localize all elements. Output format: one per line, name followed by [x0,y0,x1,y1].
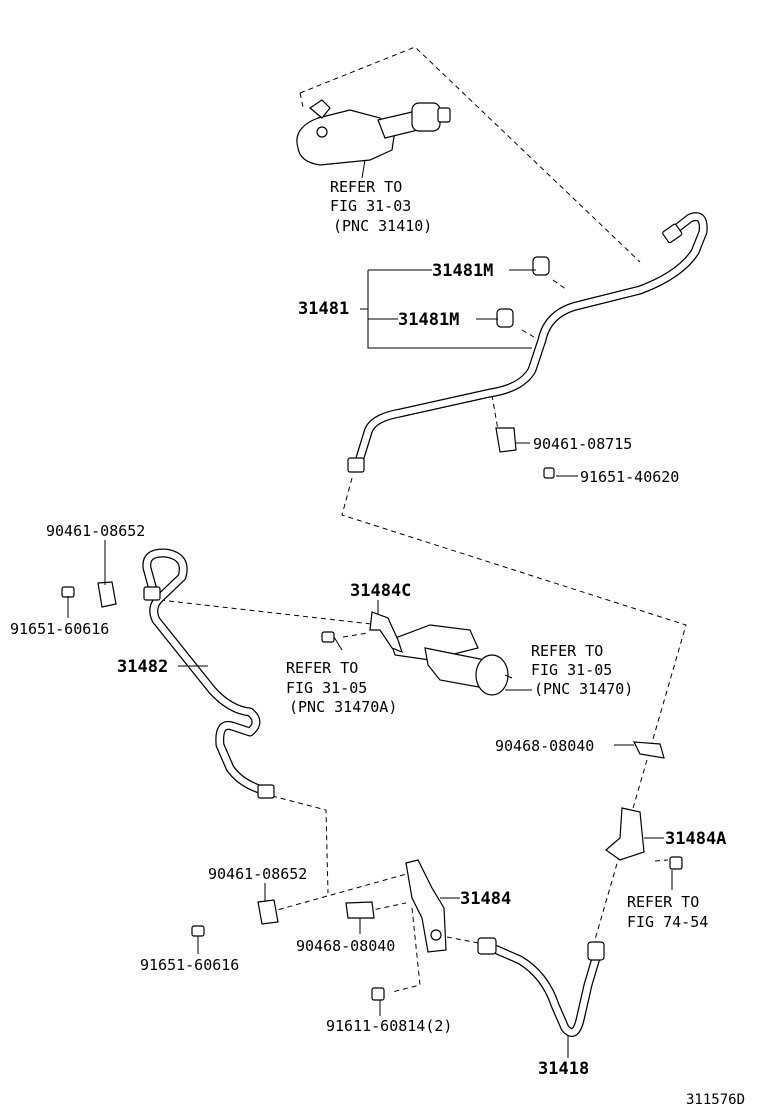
refer-top-line1: REFER TO [330,178,402,196]
label-31484c: 31484C [350,581,411,601]
bracket-31484 [405,859,447,953]
label-90461-08652-a: 90461-08652 [46,522,145,540]
clamp-90461-08652-b [257,899,279,925]
hose-fitting [587,941,605,961]
refer-mid-left-line2: FIG 31-05 [286,679,367,697]
bolt-91611-60814 [371,987,385,1001]
pipe-31482 [142,548,275,799]
refer-mid-left-line3: (PNC 31470A) [289,698,397,716]
clutch-release-cylinder [389,624,513,696]
label-91651-60616-a: 91651-60616 [10,620,109,638]
label-31482: 31482 [117,657,168,677]
label-91651-40620: 91651-40620 [580,468,679,486]
bracket-31484a [605,807,645,861]
clamp-90461-08715 [495,427,517,453]
clip-31481m-a [532,256,550,276]
refer-bottom-right-line1: REFER TO [627,893,699,911]
clip-31481m-b [496,308,514,328]
clip-90468-08040-b [345,901,375,919]
label-31484a: 31484A [665,829,726,849]
pipe-end-fitting [347,457,365,473]
label-90461-08652-b: 90461-08652 [208,865,307,883]
label-31418: 31418 [538,1059,589,1079]
bracket-31484c [369,611,403,654]
refer-mid-right-line3: (PNC 31470) [534,680,633,698]
pipe-end-fitting [143,586,161,601]
pipe-end-fitting [662,223,683,244]
part-labels: REFER TO FIG 31-03 (PNC 31410) 31481 314… [10,178,745,1108]
label-90461-08715: 90461-08715 [533,435,632,453]
leader-lines [67,269,673,1058]
bolt-31484c [321,631,335,643]
bolt-91651-60616-a [61,586,75,598]
figure-id: 311576D [686,1092,745,1108]
refer-top-line2: FIG 31-03 [330,197,411,215]
clamp-90461-08652-a [97,581,117,608]
refer-bottom-right-line2: FIG 74-54 [627,913,708,931]
pipe-31481 [347,212,708,473]
clutch-master-cylinder [296,99,451,179]
label-91611-60814: 91611-60814(2) [326,1017,452,1035]
clip-90468-08040-a [632,741,665,759]
label-90468-08040-a: 90468-08040 [495,737,594,755]
label-90468-08040-b: 90468-08040 [296,937,395,955]
label-31481m-b: 31481M [398,310,459,330]
label-31481m-a: 31481M [432,261,493,281]
bolt-91651-40620 [543,467,555,479]
refer-mid-right-line1: REFER TO [531,642,603,660]
pipe-end-fitting [257,784,275,799]
label-31481: 31481 [298,299,349,319]
hose-31418 [477,937,605,1037]
refer-mid-left-line1: REFER TO [286,659,358,677]
refer-mid-right-line2: FIG 31-05 [531,661,612,679]
bolt-31484a [669,856,683,870]
hose-fitting [477,937,497,955]
refer-top-line3: (PNC 31410) [333,217,432,235]
bolt-91651-60616-b [191,925,205,937]
label-91651-60616-b: 91651-60616 [140,956,239,974]
hardware [61,256,683,1001]
label-31484: 31484 [460,889,511,909]
